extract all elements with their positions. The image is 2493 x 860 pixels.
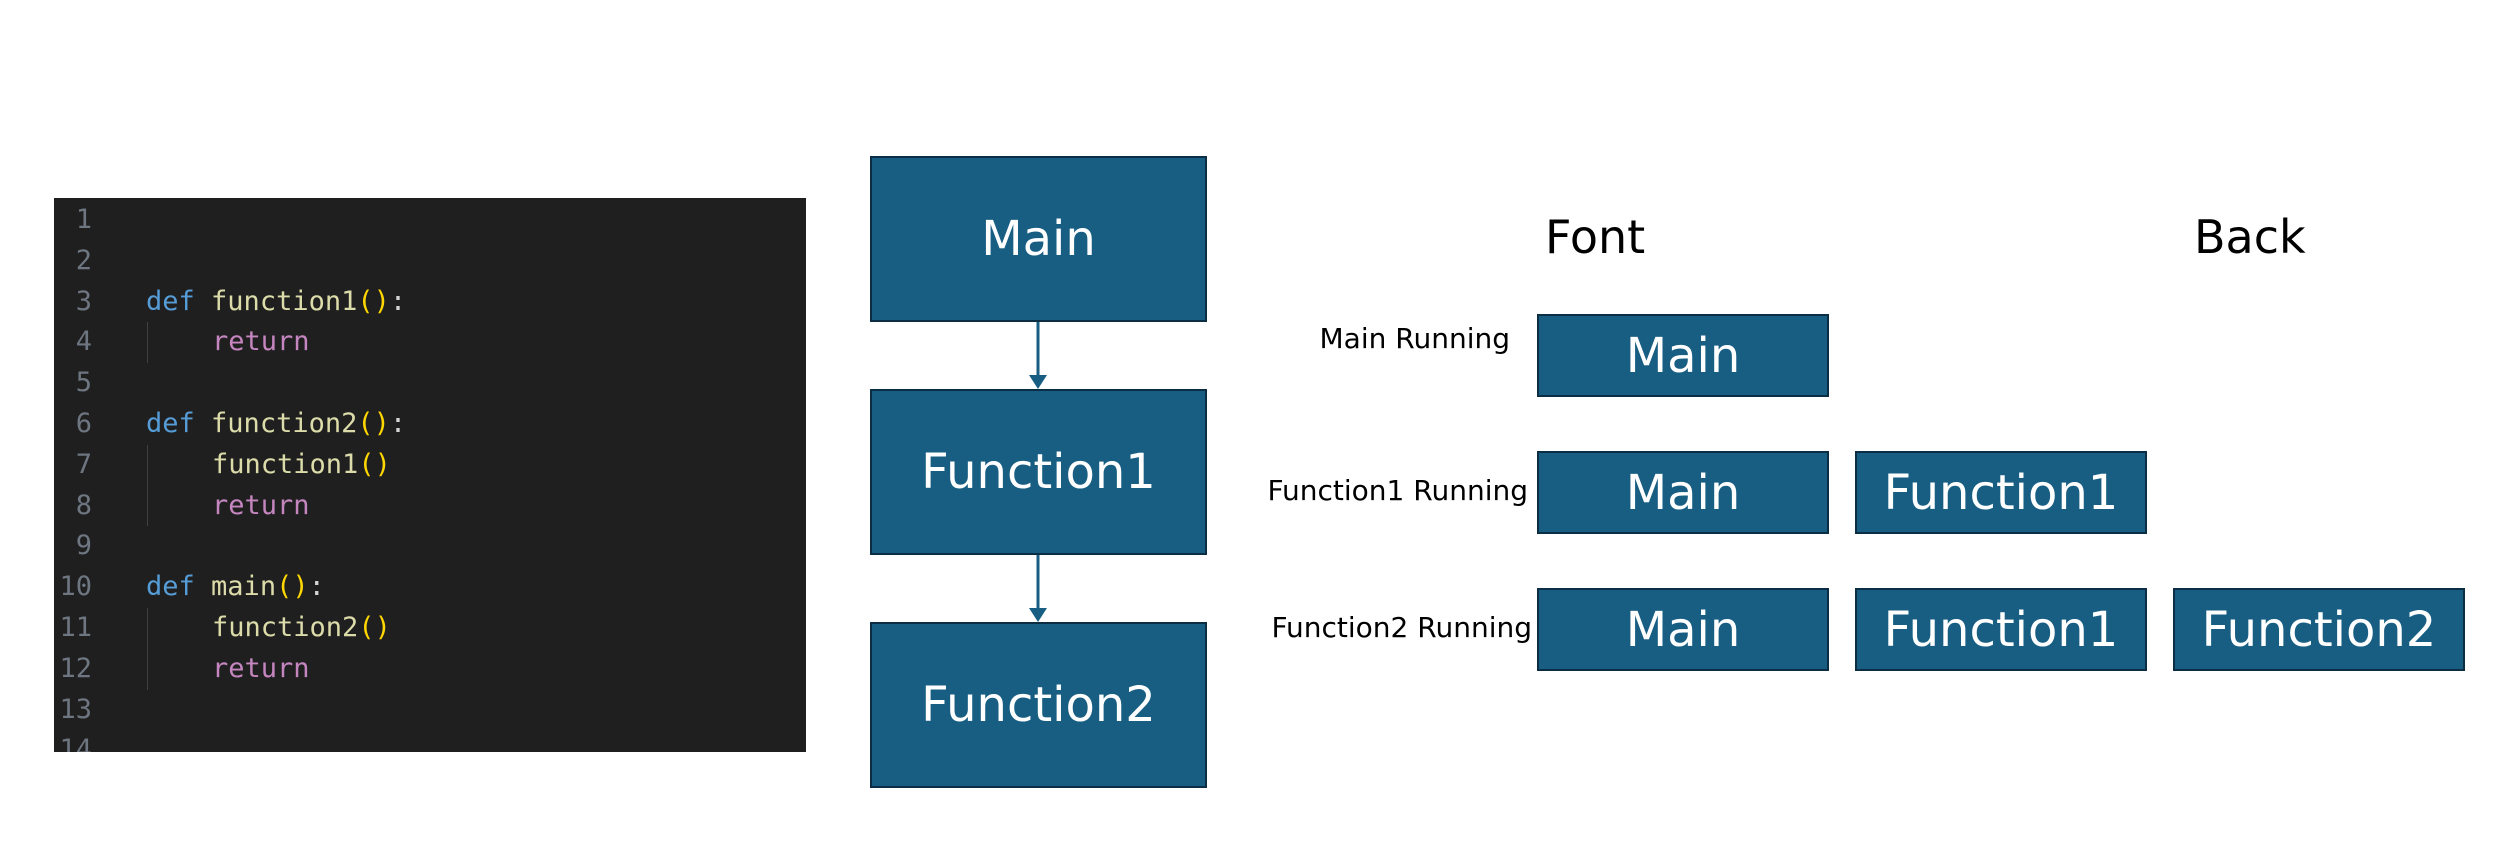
code-line: 4 return: [54, 322, 806, 362]
code-token: function2: [211, 408, 358, 439]
header-back: Back: [2194, 210, 2306, 264]
code-line: 8 return: [54, 486, 806, 526]
line-number: 7: [75, 448, 92, 480]
line-number: 10: [59, 571, 92, 603]
indent-guide: [147, 322, 148, 364]
code-token: main: [211, 571, 277, 603]
line-number: 3: [75, 285, 92, 317]
code-token: (): [358, 448, 391, 480]
code-token: return: [212, 489, 310, 521]
code-token: function2: [212, 612, 359, 643]
row-label-function2-running: Function2 Running: [1271, 611, 1532, 644]
line-number: 4: [75, 326, 92, 358]
stack-frame-main: Main: [1537, 451, 1829, 534]
code-line: 7 function1(): [54, 445, 806, 485]
code-line: 5: [54, 363, 806, 403]
line-number: 12: [59, 652, 92, 684]
stack-frame-function1: Function1: [1855, 451, 2147, 534]
code-text: function1(): [212, 445, 391, 485]
code-token: return: [212, 326, 310, 358]
code-token: def: [146, 408, 195, 439]
line-number: 2: [75, 244, 92, 276]
code-token: (): [357, 285, 390, 317]
code-token: :: [389, 408, 407, 439]
code-line: 10 def main():: [54, 567, 806, 607]
stack-frame-main: Main: [1537, 314, 1829, 397]
code-text: function2(): [212, 608, 391, 648]
flow-box-function2: Function2: [870, 622, 1207, 788]
line-number: 9: [75, 530, 92, 562]
code-line: 9: [54, 526, 806, 566]
line-number: 14: [59, 734, 92, 752]
code-token: (): [357, 408, 390, 439]
code-line: 2: [54, 241, 806, 281]
stack-frame-function1: Function1: [1855, 588, 2147, 671]
code-token: function1: [211, 285, 358, 317]
code-token: function1: [212, 448, 359, 480]
row-label-function1-running: Function1 Running: [1267, 474, 1528, 507]
line-number: 1: [75, 204, 92, 235]
code-token: def: [146, 285, 195, 317]
line-number: 6: [75, 408, 92, 439]
code-line: 12 return: [54, 649, 806, 689]
indent-guide: [147, 608, 148, 690]
code-text: def main():: [146, 567, 325, 607]
code-line: 1: [54, 200, 806, 240]
arrow-main-to-function1: [1029, 322, 1047, 389]
line-number: 8: [75, 489, 92, 521]
stack-frame-main: Main: [1537, 588, 1829, 671]
code-text: def function1():: [146, 282, 406, 322]
code-line: 3 def function1():: [54, 282, 806, 322]
code-token: :: [389, 285, 407, 317]
code-line: 14: [54, 730, 806, 752]
code-line: 6 def function2():: [54, 404, 806, 444]
code-text: def function2():: [146, 404, 406, 444]
stack-frame-function2: Function2: [2173, 588, 2465, 671]
code-line: 11 function2(): [54, 608, 806, 648]
code-text: return: [212, 649, 310, 689]
flow-box-main: Main: [870, 156, 1207, 322]
code-token: :: [308, 571, 325, 603]
code-token: (): [358, 612, 391, 643]
flow-box-function1: Function1: [870, 389, 1207, 555]
code-token: def: [146, 571, 195, 603]
code-token: return: [212, 652, 310, 684]
code-text: return: [212, 486, 310, 526]
code-text: return: [212, 322, 310, 362]
line-number: 13: [59, 693, 92, 725]
row-label-main-running: Main Running: [1319, 322, 1510, 355]
line-number: 11: [59, 612, 92, 643]
arrow-function1-to-function2: [1029, 555, 1047, 622]
indent-guide: [147, 444, 148, 527]
code-line: 13: [54, 690, 806, 730]
header-font: Font: [1545, 210, 1646, 264]
line-number: 5: [75, 367, 92, 399]
code-token: (): [276, 571, 309, 603]
